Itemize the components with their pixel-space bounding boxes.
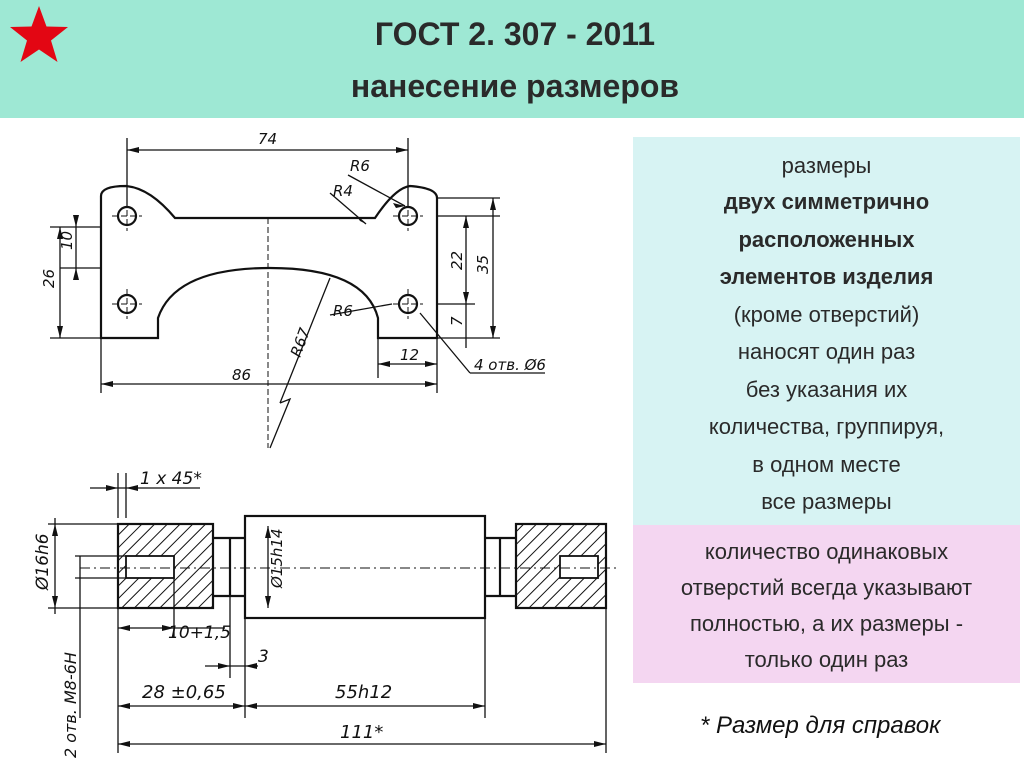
dim-12: 12 xyxy=(400,346,419,364)
info-line: размеры xyxy=(781,153,872,178)
dim-r4: R4 xyxy=(333,182,353,200)
info-line: (кроме отверстий) xyxy=(733,302,920,327)
dim-10-tolerance: 10+1,5 xyxy=(168,623,231,643)
reference-footnote: * Размер для справок xyxy=(700,712,941,739)
dim-r6-mid: R6 xyxy=(333,302,353,320)
slide-header: ГОСТ 2. 307 - 2011 нанесение размеров xyxy=(0,0,1024,118)
dim-26: 26 xyxy=(40,269,58,288)
holes-line: отверстий всегда указывают xyxy=(680,575,973,600)
dim-28: 28 ±0,65 xyxy=(142,682,226,703)
info-line: элементов изделия xyxy=(719,264,934,289)
bracket-dimension-labels: 74 R6 R4 R6 R67 10 26 22 35 7 12 86 4 от… xyxy=(40,130,546,384)
star-icon xyxy=(10,6,68,62)
symmetric-dimensions-info: размеры двух симметрично расположенных э… xyxy=(633,137,1020,525)
dim-55h12: 55h12 xyxy=(335,682,392,703)
dim-holes: 4 отв. Ø6 xyxy=(474,356,546,374)
bracket-arrows xyxy=(57,147,496,387)
info-line: двух симметрично xyxy=(723,189,930,214)
dim-111: 111* xyxy=(340,722,383,743)
shaft-dimension-labels: 1 x 45* Ø16h6 Ø15h14 10+1,5 3 28 ±0,65 5… xyxy=(33,469,392,758)
dim-35: 35 xyxy=(474,255,492,274)
dim-22: 22 xyxy=(448,251,466,270)
dim-r67: R67 xyxy=(287,325,314,359)
info-line: все размеры xyxy=(761,489,892,514)
dim-10: 10 xyxy=(58,231,76,250)
dim-r6-top: R6 xyxy=(350,157,370,175)
bracket-drawing xyxy=(99,184,439,448)
technical-drawing: 74 R6 R4 R6 R67 10 26 22 35 7 12 86 4 от… xyxy=(33,130,620,758)
dim-thread: 2 отв. M8-6H xyxy=(61,652,80,758)
dim-3: 3 xyxy=(258,647,269,667)
dim-chamfer: 1 x 45* xyxy=(140,469,202,489)
dim-86: 86 xyxy=(232,366,251,384)
dim-d16h6: Ø16h6 xyxy=(33,533,53,591)
shaft-arrows xyxy=(52,485,606,747)
dim-d15h14: Ø15h14 xyxy=(268,529,286,590)
info-line: без указания их xyxy=(745,377,908,402)
info-line: количества, группируя, xyxy=(708,414,945,439)
dim-7: 7 xyxy=(448,316,466,326)
shaft-drawing xyxy=(80,514,620,620)
info-line: в одном месте xyxy=(752,452,901,477)
holes-line: только один раз xyxy=(744,647,909,672)
slide-title: ГОСТ 2. 307 - 2011 xyxy=(374,16,656,52)
bracket-dimensions xyxy=(50,138,545,449)
slide-subtitle: нанесение размеров xyxy=(350,68,680,104)
info-line: расположенных xyxy=(738,227,915,252)
dim-74: 74 xyxy=(258,130,277,148)
info-line: наносят один раз xyxy=(737,339,916,364)
holes-info: количество одинаковых отверстий всегда у… xyxy=(633,525,1020,683)
holes-line: количество одинаковых xyxy=(704,539,949,564)
holes-line: полностью, а их размеры - xyxy=(689,611,964,636)
